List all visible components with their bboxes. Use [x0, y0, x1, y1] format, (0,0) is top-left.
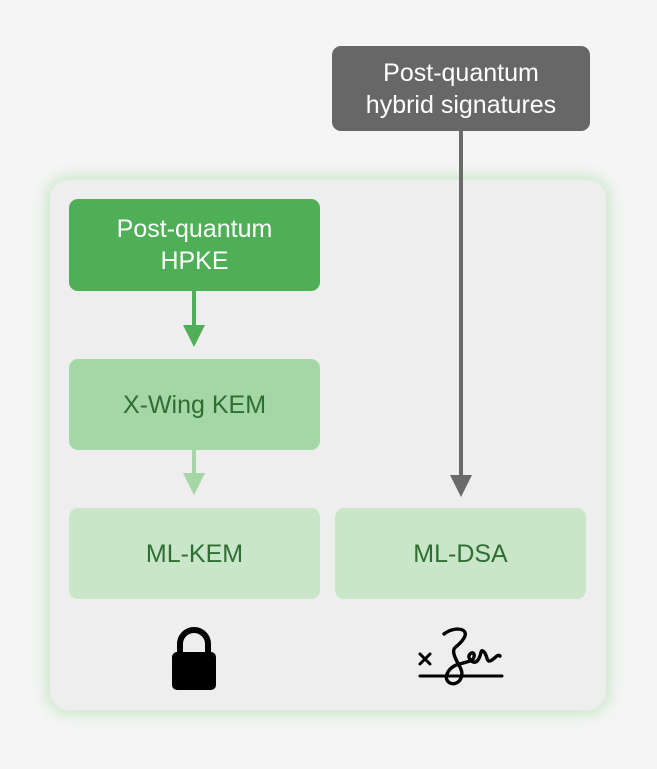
node-pq-hpke: Post-quantum HPKE [69, 199, 320, 291]
node-ml-kem: ML-KEM [69, 508, 320, 599]
node-hybrid-signatures: Post-quantum hybrid signatures [332, 46, 590, 131]
signature-icon [418, 627, 504, 686]
padlock-icon [172, 627, 216, 690]
node-ml-dsa: ML-DSA [335, 508, 586, 599]
edge-signatures-to-mldsa [450, 131, 472, 497]
edge-hpke-to-xwing [183, 291, 205, 347]
edge-xwing-to-mlkem [183, 450, 205, 495]
node-xwing-kem: X-Wing KEM [69, 359, 320, 450]
